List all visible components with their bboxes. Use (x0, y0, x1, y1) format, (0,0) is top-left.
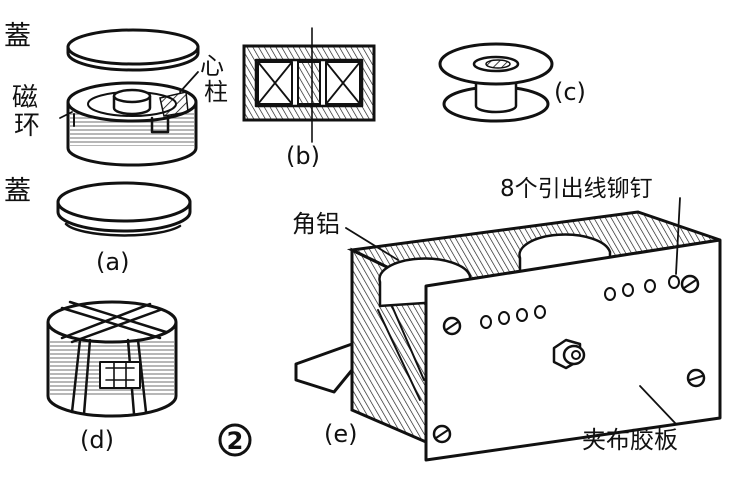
core-post-label-1: 心 (200, 52, 224, 80)
ring-label-2: 环 (14, 111, 40, 141)
clamp-board-leader (639, 385, 677, 425)
figure-number: 2 (227, 427, 244, 455)
figure-d-caption: (d) (80, 426, 114, 454)
angle-aluminum-leader (345, 227, 399, 261)
rivets-label: 8个引出线铆钉 (500, 176, 653, 202)
figure-number-badge: 2 (218, 423, 252, 457)
ring-label-1: 磁 (12, 83, 38, 113)
top-lid (66, 28, 200, 72)
figure-b-caption: (b) (286, 142, 320, 170)
figure-e-caption: (e) (324, 420, 358, 448)
figure-e-mounted-assembly: 8个引出线铆钉 角铝 夹布胶板 (e) (292, 176, 722, 462)
top-lid-label: 蓋 (4, 21, 31, 52)
figure-c-bobbin: (c) (438, 42, 586, 123)
figure-d-bound-core: (d) (46, 300, 178, 454)
bottom-lid-label: 蓋 (4, 176, 31, 207)
ring-leader (59, 111, 73, 119)
screw-heads (432, 274, 706, 444)
core-post-label-2: 柱 (204, 78, 228, 106)
clamp-board-label: 夹布胶板 (582, 426, 678, 454)
lead-rivets (480, 275, 680, 329)
angle-bracket-foot (294, 342, 354, 394)
figure-b-cross-section: (b) (242, 27, 376, 170)
bottom-lid (56, 181, 192, 237)
angle-aluminum-label: 角铝 (292, 210, 340, 238)
center-nut (552, 338, 586, 370)
figure-a-caption: (a) (96, 248, 129, 276)
magnetic-ring (66, 81, 198, 167)
rivets-leader (675, 197, 681, 275)
figure-c-caption: (c) (554, 78, 586, 106)
figure-a-exploded-core: 蓋 心 柱 磁 环 蓋 (a) (4, 21, 228, 276)
core-post-leader (179, 71, 199, 93)
